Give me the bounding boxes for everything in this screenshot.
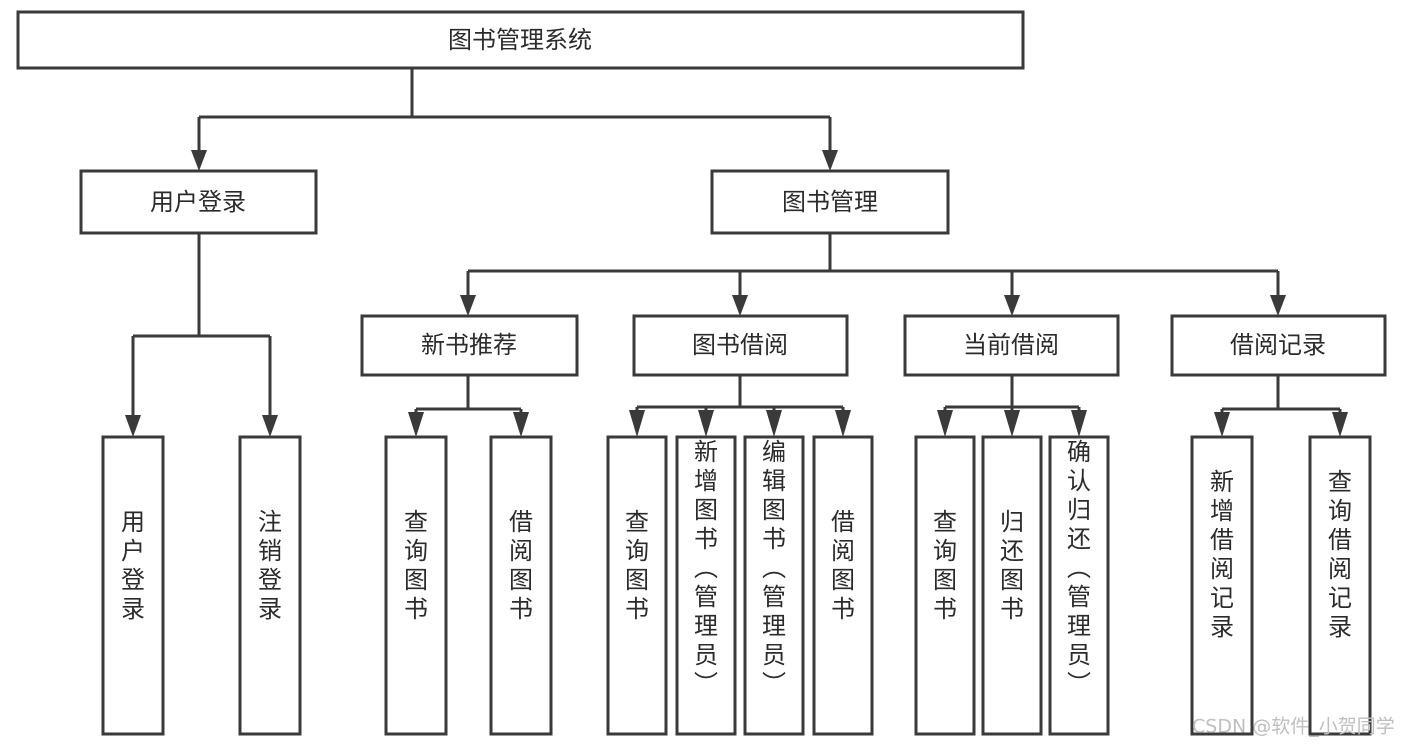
arrow-head-leaf-confirm-return xyxy=(1071,410,1087,437)
node-leaf-edit-book-label: 编辑图书︵管理员︶ xyxy=(762,438,786,698)
node-leaf-logout-login-label: 注销登录 xyxy=(258,508,282,623)
node-leaf-add-record[interactable]: 新增借阅记录 xyxy=(1190,435,1254,736)
node-leaf-user-login-label: 用户登录 xyxy=(121,508,145,623)
arrow-head-book-manage xyxy=(822,150,838,171)
node-borrow-record[interactable]: 借阅记录 xyxy=(1170,314,1387,377)
arrow-head-user-login xyxy=(191,150,207,171)
arrow-head-leaf-query-book-3 xyxy=(937,410,953,437)
node-new-book-recommend-box[interactable] xyxy=(360,314,579,377)
node-leaf-add-book-label: 新增图书︵管理员︶ xyxy=(694,438,718,698)
node-leaf-user-login-box[interactable] xyxy=(101,435,165,736)
arrow-head-book-borrow xyxy=(732,295,748,316)
node-leaf-logout-login[interactable]: 注销登录 xyxy=(238,435,302,736)
node-current-borrow[interactable]: 当前借阅 xyxy=(903,314,1120,377)
csdn-watermark: CSDN @软件_小贺同学 xyxy=(1192,716,1395,738)
node-leaf-add-book[interactable]: 新增图书︵管理员︶ xyxy=(675,435,737,736)
node-leaf-query-book-1-label: 查询图书 xyxy=(404,508,428,623)
node-leaf-query-book-2-label: 查询图书 xyxy=(625,508,649,623)
node-leaf-query-book-2-box[interactable] xyxy=(606,435,668,736)
node-user-login-label: 用户登录 xyxy=(150,188,246,216)
node-leaf-borrow-book-1-label: 借阅图书 xyxy=(509,508,533,623)
arrow-head-leaf-borrow-book-1 xyxy=(513,412,529,437)
node-leaf-confirm-return-box[interactable] xyxy=(1048,435,1110,736)
arrow-head-leaf-edit-book xyxy=(766,410,782,437)
node-book-borrow-box[interactable] xyxy=(632,314,849,377)
node-leaf-query-book-3[interactable]: 查询图书 xyxy=(914,435,976,736)
node-leaf-query-book-3-box[interactable] xyxy=(914,435,976,736)
node-leaf-query-book-3-label: 查询图书 xyxy=(933,508,957,623)
arrow-head-leaf-logout-login xyxy=(262,415,278,437)
node-leaf-return-book-box[interactable] xyxy=(981,435,1043,736)
node-leaf-add-record-label: 新增借阅记录 xyxy=(1210,468,1234,641)
node-leaf-borrow-book-2[interactable]: 借阅图书 xyxy=(812,435,874,736)
node-book-manage-label: 图书管理 xyxy=(782,188,878,216)
arrow-head-leaf-query-book-1 xyxy=(408,412,424,437)
arrow-head-borrow-record xyxy=(1270,295,1286,316)
arrow-head-leaf-borrow-book-2 xyxy=(835,410,851,437)
node-leaf-borrow-book-1-box[interactable] xyxy=(489,435,553,736)
node-leaf-user-login[interactable]: 用户登录 xyxy=(101,435,165,736)
node-leaf-logout-login-box[interactable] xyxy=(238,435,302,736)
node-leaf-query-book-1[interactable]: 查询图书 xyxy=(384,435,448,736)
node-root-label: 图书管理系统 xyxy=(448,26,592,54)
node-leaf-return-book[interactable]: 归还图书 xyxy=(981,435,1043,736)
node-leaf-borrow-book-2-label: 借阅图书 xyxy=(831,508,855,623)
node-leaf-query-record-box[interactable] xyxy=(1308,435,1372,736)
node-leaf-confirm-return[interactable]: 确认归还︵管理员︶ xyxy=(1048,435,1110,736)
node-current-borrow-label: 当前借阅 xyxy=(963,331,1059,359)
node-root[interactable]: 图书管理系统 xyxy=(16,10,1025,70)
arrow-head-leaf-query-record xyxy=(1332,412,1348,437)
node-leaf-query-record[interactable]: 查询借阅记录 xyxy=(1308,435,1372,736)
node-user-login-box[interactable] xyxy=(79,169,318,235)
node-leaf-add-book-box[interactable] xyxy=(675,435,737,736)
node-new-book-recommend[interactable]: 新书推荐 xyxy=(360,314,579,377)
node-leaf-query-book-2[interactable]: 查询图书 xyxy=(606,435,668,736)
arrow-head-leaf-add-record xyxy=(1214,412,1230,437)
node-book-manage[interactable]: 图书管理 xyxy=(710,169,950,235)
node-leaf-return-book-label: 归还图书 xyxy=(1000,508,1024,623)
node-borrow-record-label: 借阅记录 xyxy=(1230,331,1326,359)
node-leaf-query-record-label: 查询借阅记录 xyxy=(1328,468,1352,641)
node-new-book-recommend-label: 新书推荐 xyxy=(421,331,517,359)
arrow-head-leaf-user-login xyxy=(125,415,141,437)
arrow-head-leaf-query-book-2 xyxy=(629,410,645,437)
node-book-borrow[interactable]: 图书借阅 xyxy=(632,314,849,377)
node-book-borrow-label: 图书借阅 xyxy=(692,331,788,359)
arrow-head-current-borrow xyxy=(1004,295,1020,316)
connector-layer xyxy=(125,68,1348,437)
node-leaf-add-record-box[interactable] xyxy=(1190,435,1254,736)
node-leaf-edit-book[interactable]: 编辑图书︵管理员︶ xyxy=(743,435,805,736)
arrow-head-leaf-add-book xyxy=(698,410,714,437)
node-leaf-borrow-book-1[interactable]: 借阅图书 xyxy=(489,435,553,736)
node-book-manage-box[interactable] xyxy=(710,169,950,235)
node-leaf-edit-book-box[interactable] xyxy=(743,435,805,736)
node-leaf-confirm-return-label: 确认归还︵管理员︶ xyxy=(1067,438,1091,698)
arrow-head-new-book-recommend xyxy=(460,295,476,316)
node-leaf-borrow-book-2-box[interactable] xyxy=(812,435,874,736)
node-borrow-record-box[interactable] xyxy=(1170,314,1387,377)
node-current-borrow-box[interactable] xyxy=(903,314,1120,377)
arrow-head-leaf-return-book xyxy=(1004,410,1020,437)
node-leaf-query-book-1-box[interactable] xyxy=(384,435,448,736)
node-user-login[interactable]: 用户登录 xyxy=(79,169,318,235)
node-root-box[interactable] xyxy=(16,10,1025,70)
